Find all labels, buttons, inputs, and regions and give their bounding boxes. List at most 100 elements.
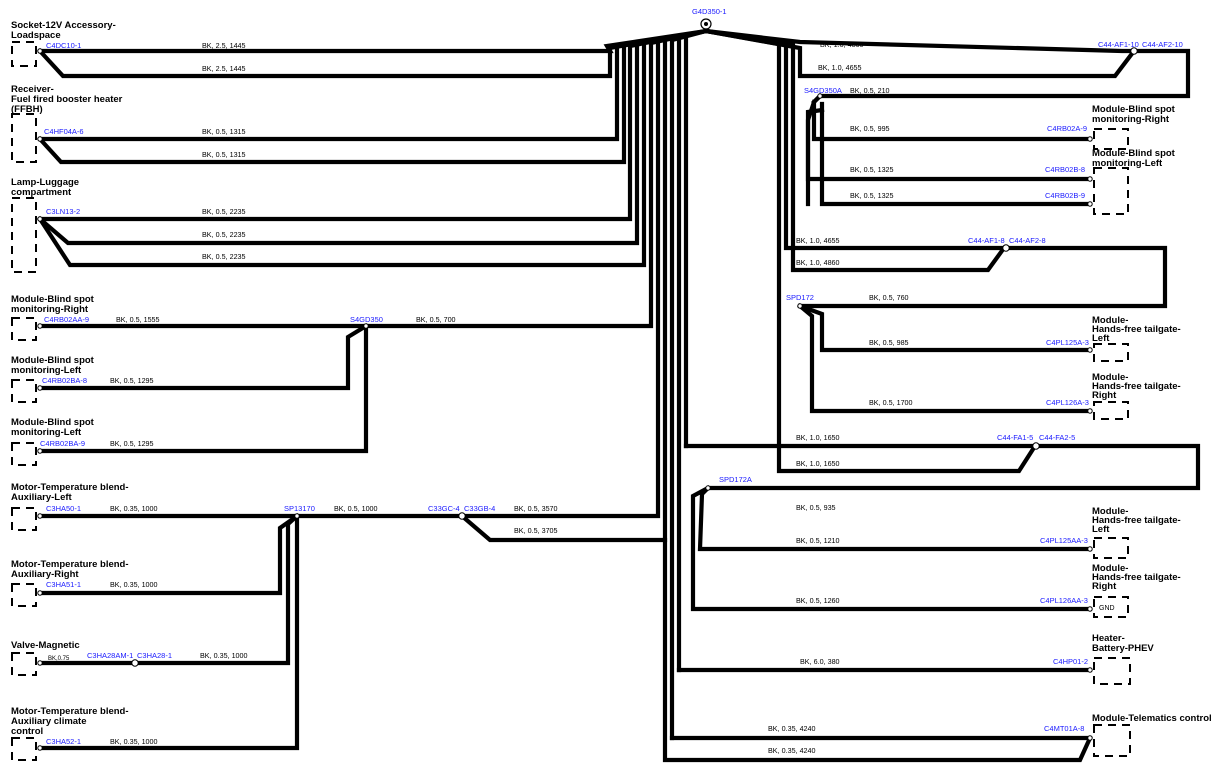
connector-label: C4RB02AA-9: [44, 315, 89, 324]
connector-label: C3HA52-1: [46, 737, 81, 746]
wire-spec: BK,0.75: [48, 656, 70, 662]
wire: [819, 101, 1093, 207]
connector-labels: C4DC10-1 C4HF04A-6 C3LN13-2 C4RB02AA-9 S…: [40, 40, 1183, 746]
wire-spec: BK, 0.5, 3570: [514, 504, 558, 513]
motor-aux-climate-label: Motor-Temperature blend-Auxiliary climat…: [11, 706, 129, 737]
hf-left-1-label: Module-Hands-free tailgate-Left: [1092, 315, 1181, 344]
hf-left-2-box: [1093, 537, 1129, 559]
connector-label: C4HF04A-6: [44, 127, 84, 136]
wire: [459, 39, 668, 543]
wire-spec: BK, 1.0, 4655: [796, 236, 840, 245]
connector-label: C4PL126AA-3: [1040, 596, 1088, 605]
motor-aux-climate-box: [11, 737, 37, 761]
connector-label: C4DC10-1: [46, 41, 81, 50]
connector-label: C4RB02B-8: [1045, 165, 1085, 174]
wire-spec: BK, 0.5, 1325: [850, 191, 894, 200]
connector-label: C4RB02A-9: [1047, 124, 1087, 133]
wire-spec: BK, 0.5, 1000: [334, 504, 378, 513]
wire: [669, 28, 709, 43]
component-boxes-left: [11, 41, 37, 761]
ground-eyelet: [700, 18, 712, 33]
wire: [37, 45, 627, 165]
lamp-box: [11, 197, 37, 273]
wire-spec: BK, 0.5, 1295: [110, 376, 154, 385]
wire: [703, 28, 1038, 474]
wire-spec: BK, 0.5, 1315: [202, 150, 246, 159]
connector-label: C4PL126A-3: [1046, 398, 1089, 407]
wire-spec: BK, 0.5, 3705: [514, 526, 558, 535]
wire-spec: BK, 0.35, 1000: [110, 737, 158, 746]
wire: [37, 45, 620, 142]
connector-label: SP13170: [284, 504, 315, 513]
valve-box: [11, 652, 37, 676]
right-wires: [662, 28, 1201, 763]
bsm-left-left-box-1: [11, 379, 37, 403]
wire-spec: BK, 0.35, 1000: [110, 504, 158, 513]
ground-label: G4D350-1: [692, 7, 727, 16]
hf-left-1-box: [1093, 343, 1129, 362]
wire-spec: BK, 0.5, 1295: [110, 439, 154, 448]
ffbh-box: [11, 113, 37, 163]
wire-spec: BK, 0.5, 1325: [850, 165, 894, 174]
valve-label: Valve-Magnetic: [11, 640, 80, 651]
wire-spec: BK, 0.5, 935: [796, 503, 836, 512]
wire-spec: BK, 1.0, 4860: [820, 40, 864, 49]
heater-label: Heater-Battery-PHEV: [1092, 633, 1154, 654]
bsm-right-left-box: [11, 317, 37, 341]
motor-aux-right-box: [11, 583, 37, 607]
pins: [37, 47, 1138, 751]
wire-spec: BK, 0.35, 1000: [200, 651, 248, 660]
wire: [662, 537, 1093, 763]
wire-spec: BK, 1.0, 4860: [796, 258, 840, 267]
wire: [459, 40, 661, 519]
socket12v-label: Socket-12V Accessory-Loadspace: [11, 20, 116, 41]
wire-spec: BK, 0.5, 1260: [796, 596, 840, 605]
wire: [797, 245, 1168, 309]
connector-label: C33GC-4: [428, 504, 460, 513]
wire-spec: BK, 1.0, 1650: [796, 459, 840, 468]
telematics-box: [1093, 724, 1131, 757]
connector-label: C3HA50-1: [46, 504, 81, 513]
connector-label: C3HA28-1: [137, 651, 172, 660]
wire: [690, 485, 1093, 612]
wire-spec: BK, 0.35, 4240: [768, 746, 816, 755]
wire-spec: BK, 2.5, 1445: [202, 64, 246, 73]
wire: [797, 303, 1093, 353]
wire: [37, 41, 654, 329]
motor-aux-right-label: Motor-Temperature blend-Auxiliary-Right: [11, 559, 129, 580]
gnd-label: GND: [1099, 605, 1115, 612]
bsm-left-right-box: [1093, 167, 1129, 215]
wire-spec: BK, 0.5, 700: [416, 315, 456, 324]
wire-spec: BK, 0.5, 210: [850, 86, 890, 95]
connector-label: C33GB-4: [464, 504, 495, 513]
bsm-left-left-box-2: [11, 442, 37, 466]
connector-label: C4PL125A-3: [1046, 338, 1089, 347]
hf-right-1-box: [1093, 401, 1129, 420]
connector-label: SPD172: [786, 293, 814, 302]
hf-right-2-box: [1093, 596, 1129, 618]
connector-label: C4RB02BA-8: [42, 376, 87, 385]
motor-aux-left-box: [11, 507, 37, 531]
wire-spec: BK, 0.5, 760: [869, 293, 909, 302]
wire-spec: BK, 2.5, 1445: [202, 41, 246, 50]
component-labels: Socket-12V Accessory-Loadspace Receiver-…: [11, 20, 1212, 737]
connector-label: C4PL125AA-3: [1040, 536, 1088, 545]
connector-label: S4GD350: [350, 315, 383, 324]
wire-spec: BK, 0.5, 1700: [869, 398, 913, 407]
wire-spec: BK, 0.5, 2235: [202, 252, 246, 261]
connector-label: C4HP01-2: [1053, 657, 1088, 666]
connector-label: C44-AF2-8: [1009, 236, 1046, 245]
telematics-label: Module-Telematics control: [1092, 713, 1212, 724]
wire-spec: BK, 1.0, 1650: [796, 433, 840, 442]
left-wires: [37, 28, 709, 751]
bsm-right-right-box: [1093, 128, 1129, 150]
connector-label: C3LN13-2: [46, 207, 80, 216]
connector-label: S4GD350A: [804, 86, 842, 95]
wire: [132, 513, 300, 666]
hf-right-2-label: Module-Hands-free tailgate-Right: [1092, 563, 1181, 592]
socket12v-box: [11, 41, 37, 67]
heater-box: [1093, 657, 1131, 685]
hf-right-1-label: Module-Hands-free tailgate-Right: [1092, 372, 1181, 401]
